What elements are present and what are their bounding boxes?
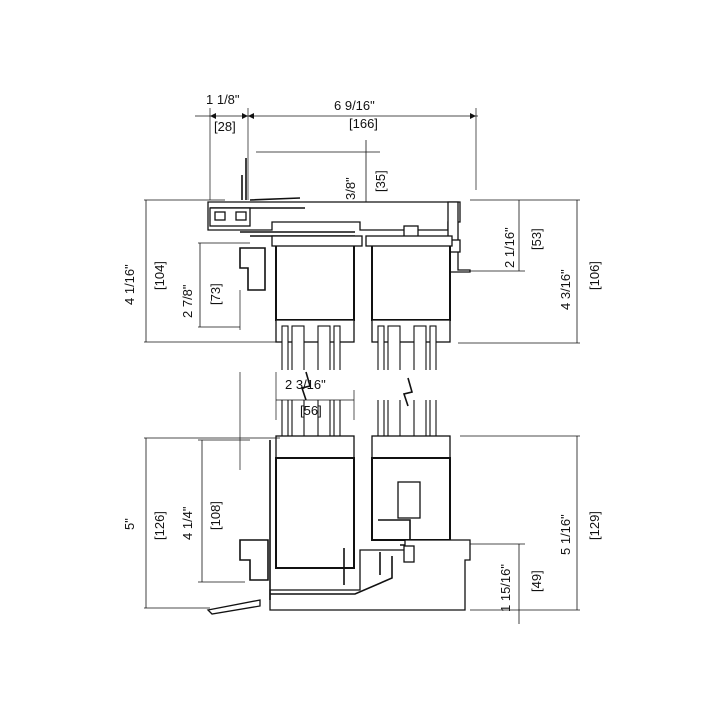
outer-sash-head-rail [371,243,451,321]
head-extrusion-hole [214,211,226,221]
overall-width-metric: [166] [349,116,378,131]
head-right-small-imperial: 2 1/16" [502,227,517,268]
sill-slope [270,556,393,595]
sill-left-clip [239,539,269,581]
sill-right-small-imperial: 1 15/16" [498,564,513,612]
head-left-inner-metric: [73] [208,283,223,305]
break-mark [300,371,311,401]
sill-left-outer-metric: [126] [152,511,167,540]
left-offset-imperial: 1 1/8" [206,92,240,107]
sash-width-imperial: 2 3/16" [285,377,326,392]
glass-panes [270,325,450,457]
head-right-outer-metric: [106] [587,261,602,290]
outer-sash-bottom-bead [371,435,451,459]
head-right-outer-imperial: 4 3/16" [558,269,573,310]
head-left-outer-imperial: 4 1/16" [122,264,137,305]
top-step-imperial: 3/8" [343,177,358,200]
sill-left-dimensions: 5" [126] 4 1/4" [108] [122,437,280,609]
sash-width-metric: [56] [300,403,322,418]
sill-right-dimensions: 1 15/16" [49] 5 1/16" [129] [460,435,602,624]
head-left-outer-metric: [104] [152,261,167,290]
break-mark [402,377,413,407]
left-offset-metric: [28] [214,119,236,134]
break-gap [270,370,450,400]
head-extrusion-hole [235,211,247,221]
head-left-inner-imperial: 2 7/8" [180,284,195,318]
sash-width-dimension: 2 3/16" [56] [239,372,355,470]
sill-left-inner-imperial: 4 1/4" [180,506,195,540]
sill-left-outer-imperial: 5" [122,518,137,530]
top-dimensions: 1 1/8" [28] 6 9/16" [166] 3/8" [35] [195,92,478,215]
head-left-clip [239,247,266,291]
sill-base [269,539,471,611]
lower-sashes [275,435,451,569]
sill-web [343,548,381,585]
inner-sash-bottom-bead [275,435,355,459]
outer-sash-cap [365,235,453,247]
head-left-dimensions: 4 1/16" [104] 2 7/8" [73] [122,199,280,343]
top-step-metric: [35] [373,170,388,192]
head-jamb [207,201,461,231]
sill-left-inner-metric: [108] [208,501,223,530]
inner-sash-head-rail [275,243,355,321]
sill-nose [206,599,261,615]
sill-right-outer-imperial: 5 1/16" [558,514,573,555]
sill-weep [403,545,415,563]
sill-frame [206,440,471,615]
sill-right-outer-metric: [129] [587,511,602,540]
sash-hardware-block [397,481,421,519]
overall-width-imperial: 6 9/16" [334,98,375,113]
sill-right-small-metric: [49] [529,570,544,592]
head-right-dimensions: 2 1/16" [53] 4 3/16" [106] [458,199,602,344]
inner-sash-bottom-rail [275,457,355,569]
inner-sash-cap [271,235,363,247]
head-right-small-metric: [53] [529,228,544,250]
